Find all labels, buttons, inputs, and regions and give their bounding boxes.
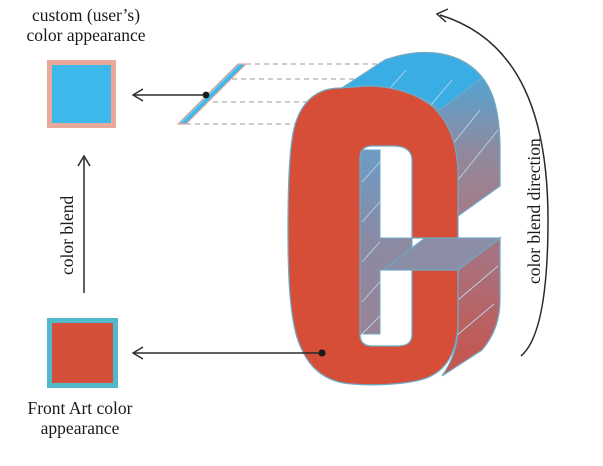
label-custom-line1: custom (user’s) [31,5,141,25]
extruded-letter-c [287,51,502,386]
color-blend-arrow [77,154,91,293]
label-color-blend: color blend [57,195,77,275]
blend-direction-arrow [435,8,549,357]
label-front-art-line2: appearance [40,418,120,438]
color-slice [176,63,248,125]
label-front-art: Front Art color appearance [0,398,164,438]
label-custom-line2: color appearance [26,25,146,45]
arrow-slice-to-swatch [131,88,210,102]
label-color-blend-direction: color blend direction [524,138,544,284]
swatch-custom-color [47,60,116,128]
swatch-front-art-color [47,318,118,388]
label-custom-color: custom (user’s) color appearance [2,5,170,45]
label-front-art-line1: Front Art color [27,398,133,418]
arrow-c-to-swatch [131,346,326,360]
